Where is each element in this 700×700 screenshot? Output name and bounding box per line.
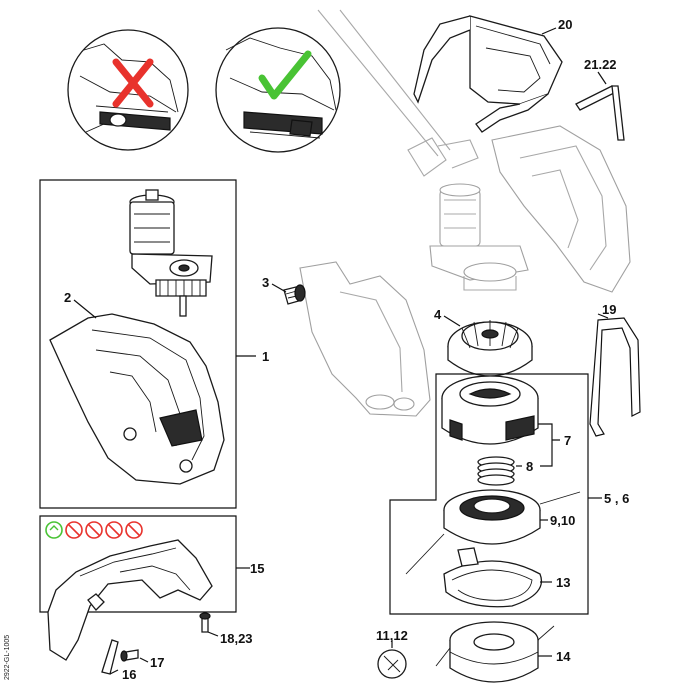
screw-17 [120, 649, 139, 662]
wrong-cross-icon [112, 58, 154, 108]
no-use-icon [105, 521, 123, 539]
callout-11-12: 11,12 [376, 628, 408, 643]
housing-assembly-box [39, 179, 237, 509]
no-glove-icon [65, 521, 83, 539]
screw-3 [283, 284, 306, 305]
callout-17: 17 [150, 655, 164, 670]
recycle-icon [45, 521, 63, 539]
correct-check-icon [258, 50, 312, 100]
blade-16 [101, 639, 119, 675]
callout-15: 15 [250, 561, 264, 576]
callout-21-22: 21.22 [584, 57, 617, 72]
callout-labels: 1 2 3 4 5 , 6 7 8 9,10 11,12 13 14 15 16… [64, 17, 629, 682]
cap-4 [447, 320, 533, 377]
ghost-assembly [299, 9, 631, 417]
wrong-fitting-circle [67, 29, 189, 151]
callout-5-6: 5 , 6 [604, 491, 629, 506]
correct-fitting-circle [215, 27, 341, 153]
callout-16: 16 [122, 667, 136, 682]
no-wrench-icon [125, 521, 143, 539]
callout-8: 8 [526, 459, 533, 474]
callout-20: 20 [558, 17, 572, 32]
drawing-code: 2922-GL-1005 [4, 635, 11, 680]
callout-3: 3 [262, 275, 269, 290]
mowing-head-box [389, 373, 589, 615]
leader-lines [73, 27, 609, 675]
callout-2: 2 [64, 290, 71, 305]
guard-box [39, 515, 237, 661]
trimmer-line-11-12 [377, 649, 407, 679]
hex-key-21-22 [575, 85, 625, 141]
callout-18-23: 18,23 [220, 631, 253, 646]
no-tool-icon [85, 521, 103, 539]
safety-glasses-20 [413, 15, 563, 133]
line-spool-14 [435, 621, 555, 683]
callout-13: 13 [556, 575, 570, 590]
callout-9-10: 9,10 [550, 513, 575, 528]
callout-4: 4 [434, 307, 442, 322]
callout-7: 7 [564, 433, 571, 448]
callout-19: 19 [602, 302, 616, 317]
callout-1: 1 [262, 349, 269, 364]
callout-14: 14 [556, 649, 571, 664]
screw-18-23 [199, 612, 211, 633]
wire-guard-19 [589, 317, 641, 437]
